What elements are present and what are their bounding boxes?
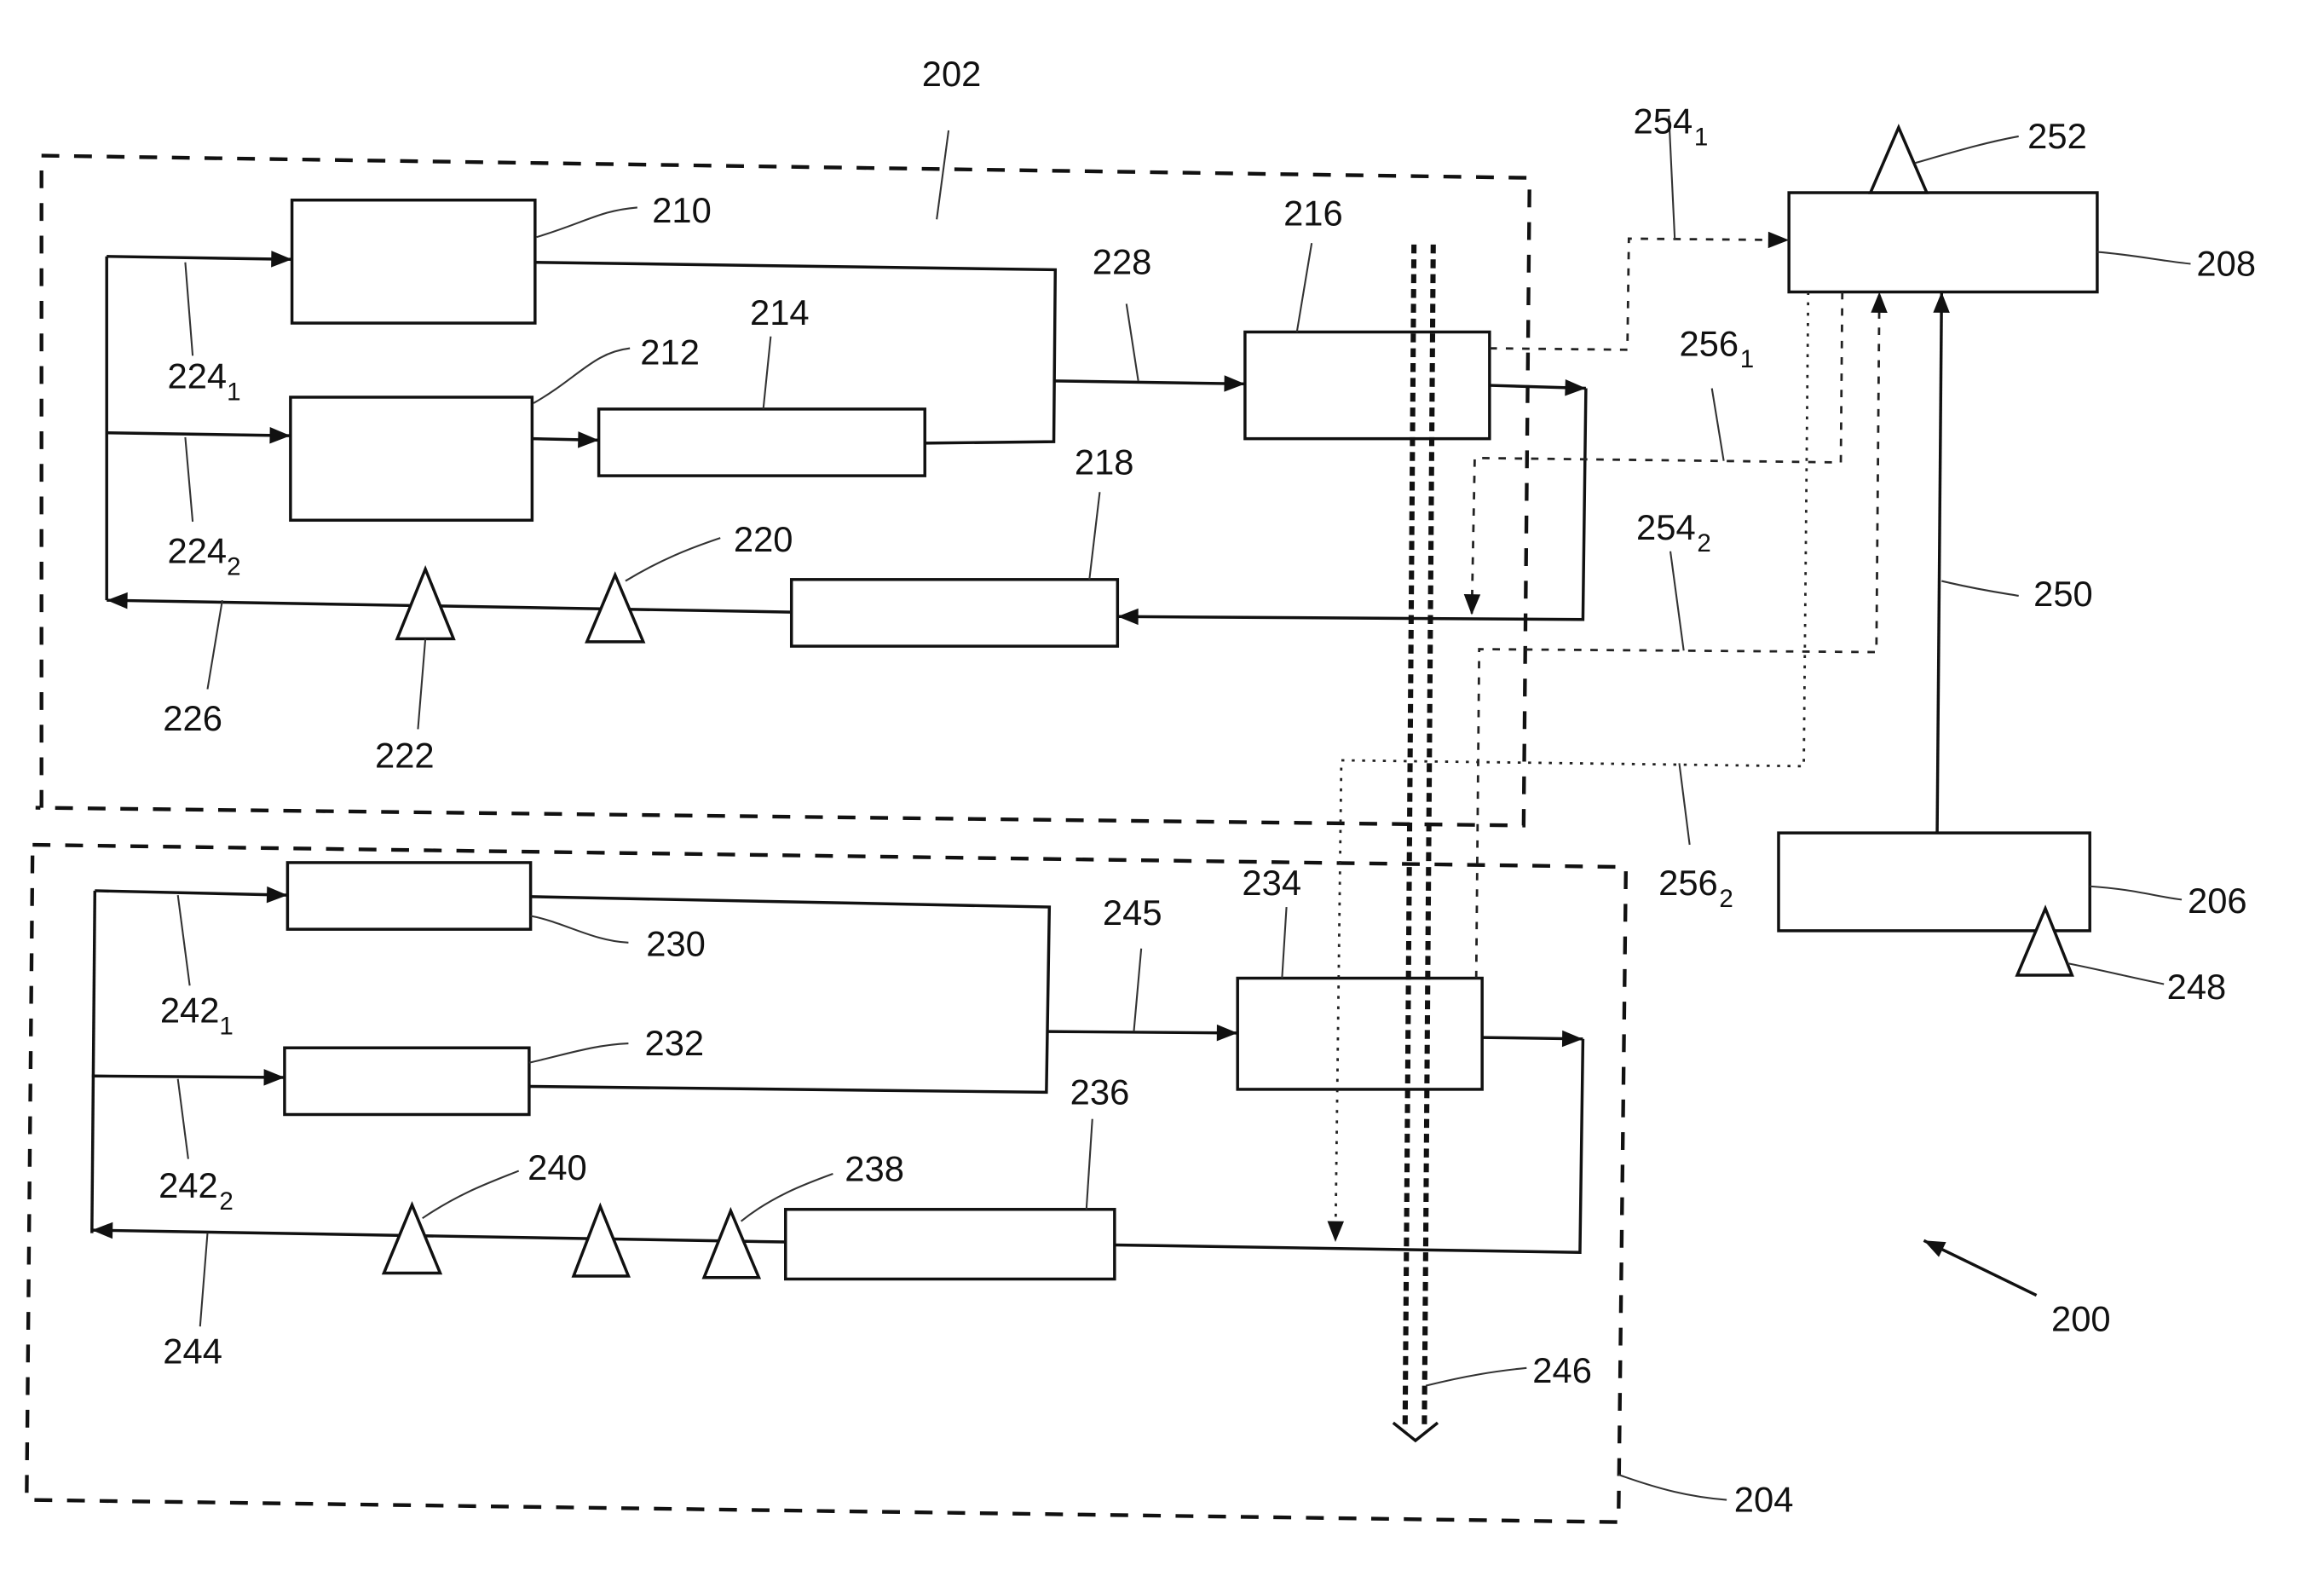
path-246 (1402, 244, 1417, 1430)
label-254-1-sub: 1 (1694, 123, 1708, 151)
label-232: 232 (645, 1023, 705, 1063)
label-212: 212 (640, 332, 700, 373)
label-230: 230 (646, 923, 706, 963)
label-206: 206 (2188, 881, 2247, 921)
wire-234-loop (1482, 1030, 1583, 1048)
label-220: 220 (734, 519, 793, 559)
region-202 (35, 153, 1532, 828)
label-240: 240 (528, 1147, 587, 1187)
amplifier-248 (2015, 904, 2074, 977)
label-204: 204 (1734, 1479, 1794, 1519)
wire-230-232-out (528, 895, 1052, 1095)
label-254-2-sub: 2 (1697, 529, 1710, 557)
label-222: 222 (375, 736, 435, 776)
label-254-2: 254 (1636, 507, 1696, 547)
label-238: 238 (845, 1149, 904, 1189)
path-246-head (1392, 1421, 1439, 1443)
wire-242-2 (91, 1069, 285, 1086)
label-214: 214 (750, 292, 810, 332)
label-228: 228 (1093, 242, 1152, 282)
amplifier-238 (701, 1206, 762, 1279)
region-204 (25, 842, 1629, 1524)
label-242-1-sub: 1 (219, 1013, 233, 1041)
block-210 (290, 198, 537, 325)
label-244: 244 (163, 1331, 222, 1372)
label-224-1: 224 (168, 356, 228, 396)
block-212 (289, 396, 534, 523)
path-254-1 (1489, 231, 1790, 351)
path-254-2 (1474, 292, 1888, 979)
label-210: 210 (652, 190, 712, 230)
label-246: 246 (1532, 1350, 1592, 1390)
label-256-1: 256 (1679, 323, 1739, 363)
amplifier-240 (381, 1200, 443, 1275)
amplifier-252 (1868, 124, 1929, 194)
label-256-1-sub: 1 (1740, 345, 1754, 373)
label-234: 234 (1242, 863, 1301, 903)
amplifier-220 (585, 571, 646, 644)
block-216 (1243, 330, 1491, 441)
label-208: 208 (2196, 243, 2256, 283)
label-236: 236 (1070, 1071, 1130, 1112)
wire-226 (107, 592, 792, 614)
wire-245 (1047, 1024, 1238, 1042)
label-248: 248 (2167, 967, 2227, 1007)
label-218: 218 (1075, 442, 1134, 482)
wire-242-1 (95, 886, 288, 904)
leader-lines (176, 115, 2191, 1501)
label-216: 216 (1283, 193, 1343, 233)
label-226: 226 (163, 698, 222, 738)
block-232 (283, 1046, 531, 1117)
wire-212-214 (532, 431, 599, 448)
wire-224-2 (107, 427, 291, 444)
wire-210-out (534, 261, 1058, 445)
wire-242-trunk (90, 890, 97, 1233)
block-208 (1787, 191, 2099, 294)
label-224-1-sub: 1 (227, 378, 240, 406)
label-256-2: 256 (1658, 863, 1718, 903)
wire-250 (1933, 292, 1950, 834)
amplifier-239 (571, 1202, 631, 1278)
label-202: 202 (922, 54, 982, 94)
label-242-2-sub: 2 (219, 1187, 233, 1216)
path-256-2 (1327, 292, 1810, 1243)
block-206 (1777, 831, 2091, 933)
block-218 (789, 578, 1120, 648)
label-250: 250 (2033, 574, 2093, 614)
block-214 (597, 407, 926, 477)
label-224-2: 224 (168, 531, 228, 571)
wire-216-loop-back (1117, 388, 1588, 626)
wire-234-loop-back (1114, 1038, 1585, 1254)
ref-arrow-200 (1923, 1239, 2038, 1297)
block-230 (285, 861, 533, 931)
wire-224-1 (107, 251, 292, 268)
wire-216-loop (1489, 379, 1586, 396)
block-234 (1236, 976, 1484, 1091)
label-254-1: 254 (1634, 101, 1693, 141)
path-256-1 (1463, 292, 1844, 615)
label-256-2-sub: 2 (1719, 885, 1733, 913)
amplifier-222 (395, 565, 456, 641)
label-242-2: 242 (159, 1165, 218, 1205)
wire-244 (91, 1222, 786, 1244)
label-245: 245 (1103, 892, 1162, 933)
path-246-b (1422, 244, 1436, 1430)
block-236 (784, 1208, 1116, 1281)
label-200: 200 (2051, 1298, 2111, 1338)
wire-228 (1053, 375, 1245, 392)
label-252: 252 (2027, 116, 2087, 156)
label-224-2-sub: 2 (227, 553, 240, 581)
label-242-1: 242 (160, 991, 220, 1031)
